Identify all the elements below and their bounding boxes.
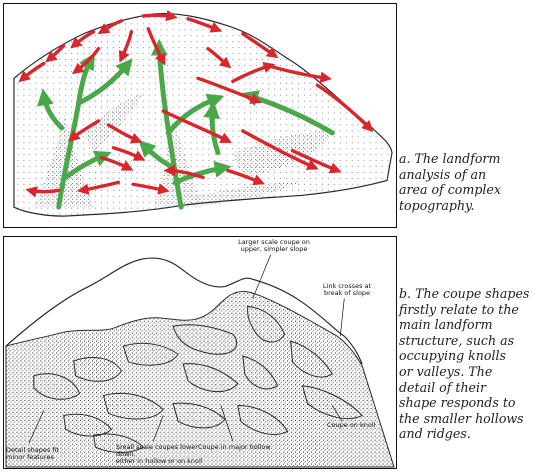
- label-detail-shapes: Detail shapes fit minor features: [6, 447, 66, 461]
- coupe-shapes-drawing: [4, 237, 396, 468]
- leader-line: [253, 255, 271, 299]
- ridge-arrow: [143, 15, 173, 17]
- label-link-crosses: Link crosses at break of slope: [312, 283, 382, 297]
- label-coupe-in-major-hollow: Coupe in major hollow: [198, 444, 278, 451]
- leader-line: [340, 298, 344, 336]
- landform-analysis-panel: [3, 3, 397, 228]
- caption-landform-analysis: a. The landform analysis of an area of c…: [399, 151, 534, 213]
- landform-analysis-drawing: [4, 4, 396, 227]
- caption-coupe-shapes: b. The coupe shapes firstly relate to th…: [399, 286, 534, 442]
- ridge-arrow: [30, 190, 59, 191]
- label-coupe-on-knoll: Coupe on knoll: [327, 422, 387, 429]
- label-larger-coupe: Larger scale coupe on upper, simpler slo…: [229, 239, 319, 253]
- label-small-scale-coupes: Small scale coupes lower down, either in…: [116, 444, 206, 466]
- coupe-shapes-panel: Larger scale coupe on upper, simpler slo…: [3, 236, 397, 469]
